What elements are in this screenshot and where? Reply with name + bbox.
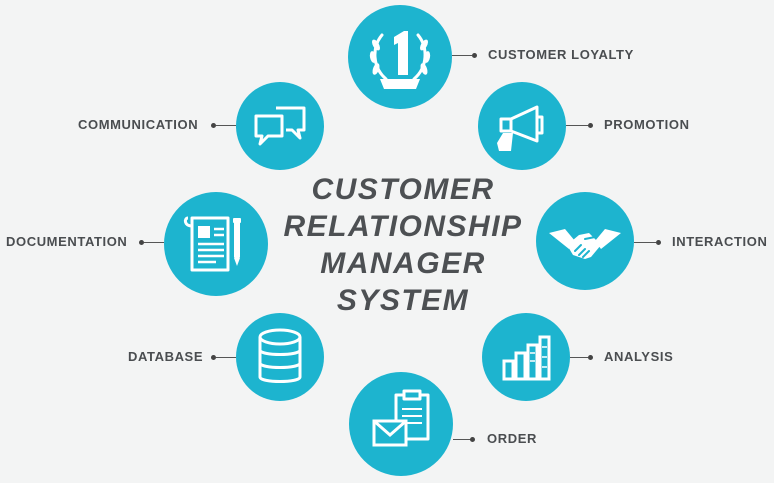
label-customer-loyalty: CUSTOMER LOYALTY: [488, 47, 634, 62]
node-customer-loyalty: [348, 5, 452, 109]
document-pen-icon: [183, 216, 241, 272]
label-documentation: DOCUMENTATION: [6, 234, 128, 249]
label-communication: COMMUNICATION: [78, 117, 199, 132]
title-line: RELATIONSHIP: [283, 210, 523, 243]
center-title: CUSTOMER RELATIONSHIP MANAGER SYSTEM: [258, 171, 548, 319]
node-database: [236, 313, 324, 401]
node-analysis: [482, 313, 570, 401]
label-promotion: PROMOTION: [604, 117, 690, 132]
node-order: [349, 372, 453, 476]
label-interaction: INTERACTION: [672, 234, 768, 249]
node-communication: [236, 82, 324, 170]
megaphone-icon: [497, 105, 544, 151]
title-line: MANAGER: [320, 247, 486, 280]
title-line: SYSTEM: [336, 284, 470, 317]
clipboard-envelope-icon: [372, 389, 430, 447]
first-place-laurel-icon: [369, 31, 431, 89]
label-analysis: ANALYSIS: [604, 349, 674, 364]
node-interaction: [536, 192, 634, 290]
database-icon: [258, 328, 302, 383]
chat-bubbles-icon: [254, 106, 306, 146]
bar-chart-icon: [502, 335, 551, 381]
label-order: ORDER: [487, 431, 537, 446]
node-documentation: [164, 192, 268, 296]
title-line: CUSTOMER: [311, 173, 495, 206]
node-promotion: [478, 82, 566, 170]
handshake-icon: [549, 229, 621, 259]
label-database: DATABASE: [128, 349, 204, 364]
